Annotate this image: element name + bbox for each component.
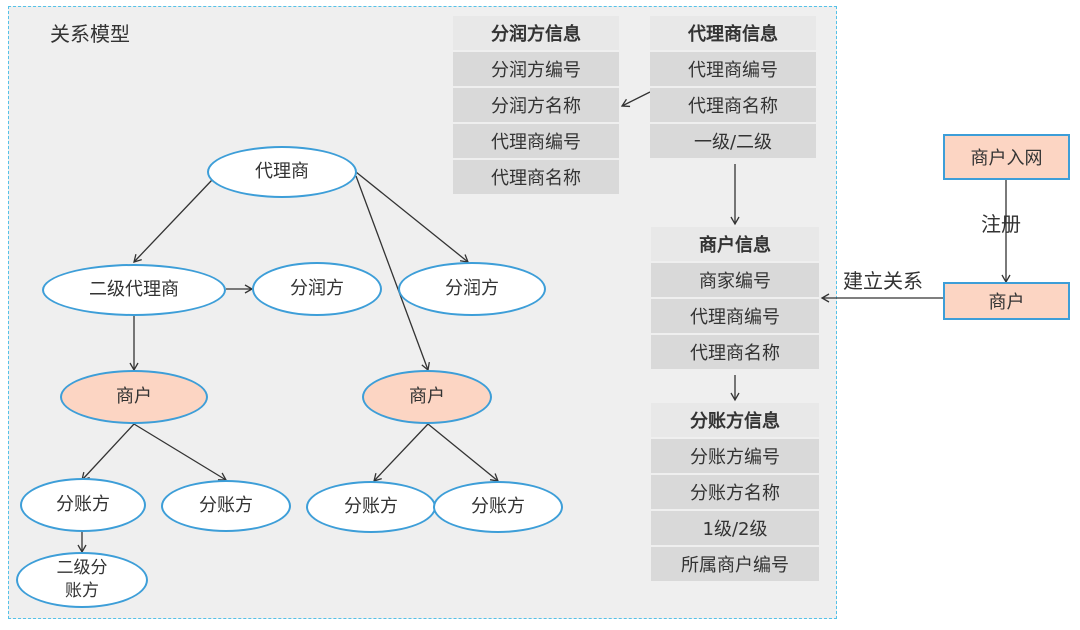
table-row: 代理商名称 (651, 335, 819, 369)
table-row: 一级/二级 (650, 124, 816, 158)
model-title: 关系模型 (50, 22, 130, 46)
agent-info-table: 代理商信息 代理商编号 代理商名称 一级/二级 (650, 16, 816, 160)
table-row: 代理商编号 (453, 124, 619, 158)
agent-info-header: 代理商信息 (650, 16, 816, 50)
split-party-info-header: 分账方信息 (651, 403, 819, 437)
split-party-info-table: 分账方信息 分账方编号 分账方名称 1级/2级 所属商户编号 (651, 403, 819, 583)
table-row: 1级/2级 (651, 511, 819, 545)
table-row: 分润方名称 (453, 88, 619, 122)
merchant-node-b: 商户 (362, 370, 492, 424)
agent-node: 代理商 (207, 146, 357, 198)
split-party-node-b1: 分账方 (306, 481, 436, 533)
share-party-info-header: 分润方信息 (453, 16, 619, 50)
split-party-node-b2: 分账方 (433, 481, 563, 533)
share-party-node-b: 分润方 (398, 262, 546, 316)
share-party-info-table: 分润方信息 分润方编号 分润方名称 代理商编号 代理商名称 (453, 16, 619, 196)
merchant-info-table: 商户信息 商家编号 代理商编号 代理商名称 (651, 227, 819, 371)
merchant-info-header: 商户信息 (651, 227, 819, 261)
register-label: 注册 (981, 212, 1021, 236)
split-party-node-a1: 分账方 (20, 478, 146, 532)
table-row: 代理商名称 (453, 160, 619, 194)
merchant-node-a: 商户 (60, 370, 208, 424)
table-row: 代理商编号 (651, 299, 819, 333)
table-row: 商家编号 (651, 263, 819, 297)
table-row: 所属商户编号 (651, 547, 819, 581)
sub-agent-node: 二级代理商 (42, 264, 226, 316)
table-row: 分账方编号 (651, 439, 819, 473)
merchant-box: 商户 (943, 282, 1070, 320)
table-row: 代理商名称 (650, 88, 816, 122)
establish-relation-label: 建立关系 (843, 269, 923, 293)
share-party-node-a: 分润方 (252, 262, 382, 316)
split-party-node-a2: 分账方 (161, 480, 291, 532)
secondary-split-party-node: 二级分 账方 (16, 552, 148, 608)
table-row: 代理商编号 (650, 52, 816, 86)
merchant-onboarding-box: 商户入网 (943, 134, 1070, 180)
table-row: 分润方编号 (453, 52, 619, 86)
table-row: 分账方名称 (651, 475, 819, 509)
